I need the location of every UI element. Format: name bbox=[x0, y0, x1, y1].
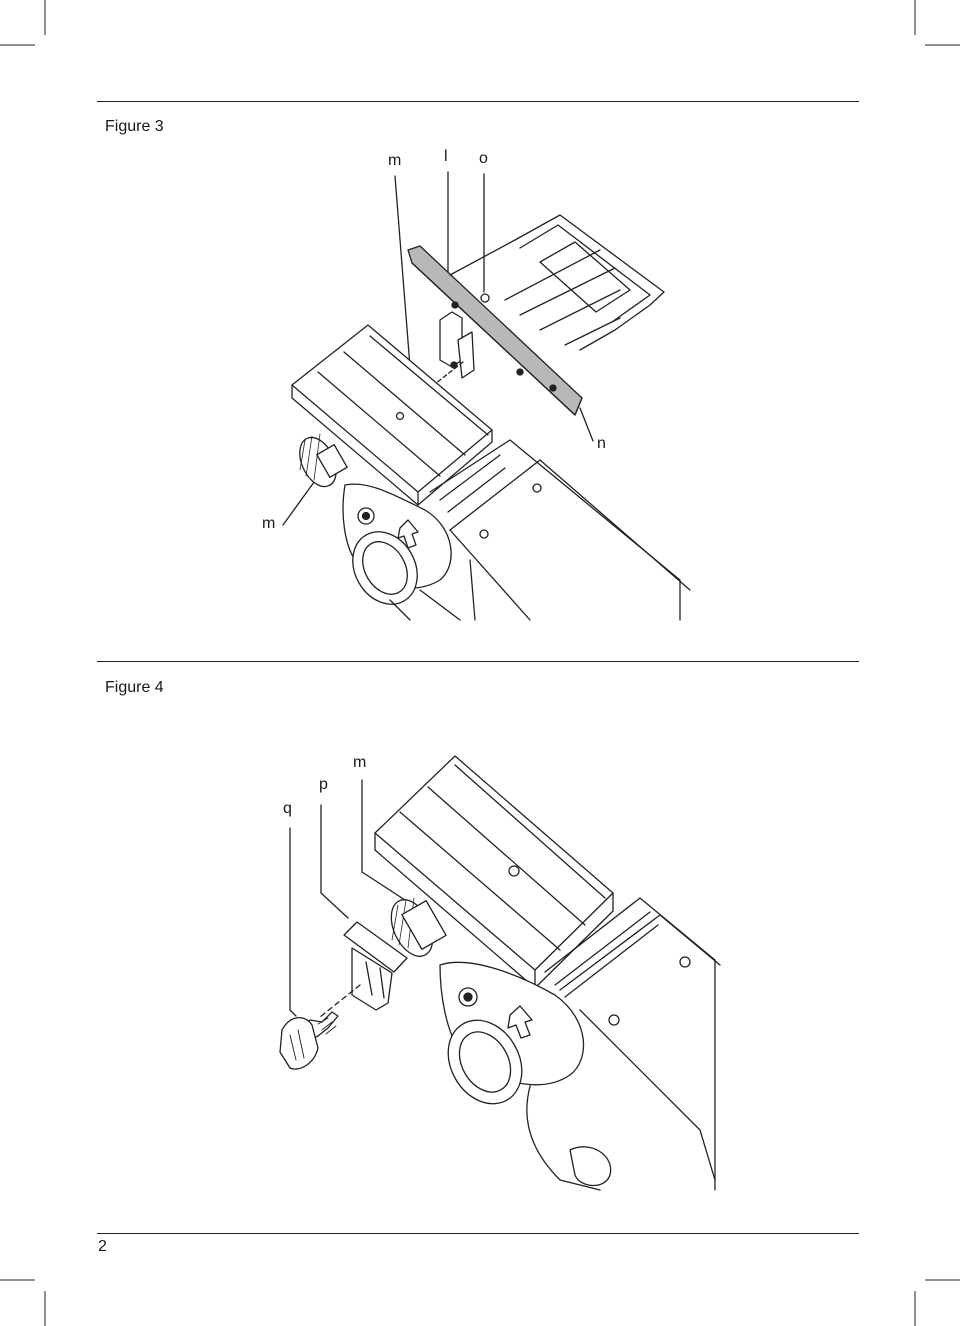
callout-m-top: m bbox=[388, 152, 402, 169]
leader-line bbox=[289, 1009, 297, 1017]
footer-rule bbox=[97, 1233, 859, 1234]
callout-n: n bbox=[597, 435, 606, 452]
thumb-screw-part bbox=[279, 1011, 339, 1070]
callout-m: m bbox=[353, 754, 367, 771]
splinter-guard-part bbox=[319, 921, 408, 1018]
parallel-guide-plate bbox=[407, 214, 665, 416]
callout-o: o bbox=[479, 150, 488, 167]
figure-4-rule bbox=[97, 661, 859, 662]
leader-line bbox=[394, 175, 413, 393]
leader-line bbox=[579, 407, 594, 442]
page-number: 2 bbox=[98, 1238, 107, 1255]
saw-base-plate bbox=[291, 324, 493, 506]
bevel-lock-lever bbox=[390, 897, 585, 1105]
figure-3-rule bbox=[97, 101, 859, 102]
saw-body bbox=[429, 439, 691, 621]
callout-m-left: m bbox=[262, 515, 276, 532]
leader-line bbox=[320, 892, 349, 919]
figure-4-title: Figure 4 bbox=[105, 679, 164, 696]
callout-q: q bbox=[283, 800, 292, 817]
figure-3-title: Figure 3 bbox=[105, 118, 164, 135]
callout-p: p bbox=[319, 776, 328, 793]
saw-base-plate bbox=[374, 755, 614, 989]
bevel-lock-lever bbox=[299, 433, 461, 621]
leader-line bbox=[361, 871, 406, 901]
saw-body bbox=[526, 897, 721, 1191]
blade-guide-bracket bbox=[394, 311, 475, 418]
callout-l: l bbox=[444, 148, 448, 165]
